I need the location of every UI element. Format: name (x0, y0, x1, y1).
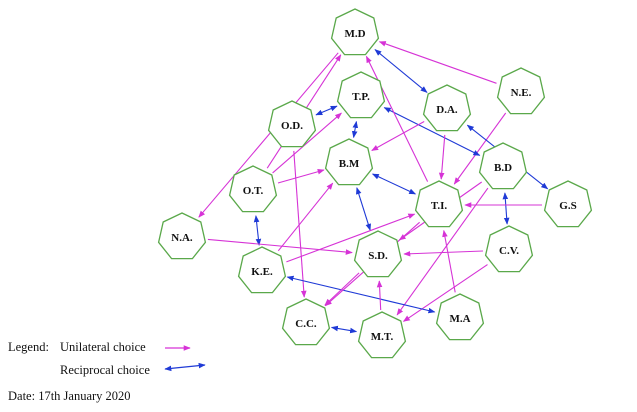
edge-ma-ke (286, 275, 436, 314)
date-text: Date: 17th January 2020 (8, 389, 131, 403)
edge-md-na (198, 52, 339, 218)
node-od: O.D. (267, 100, 317, 148)
edge-da-ti (438, 134, 446, 180)
node-label: N.A. (171, 232, 193, 244)
legend-title: Legend: (8, 340, 49, 354)
node-label: N.E. (511, 87, 532, 99)
edge-ke-bm (277, 182, 334, 252)
node-label: G.S (559, 200, 576, 212)
edges-layer (198, 41, 549, 334)
edge-na-sd (207, 238, 353, 255)
edge-ma-ti (442, 229, 456, 293)
node-shape (281, 298, 331, 346)
edge-ot-bm (277, 169, 325, 184)
node-label: C.C. (295, 318, 317, 330)
node-label: D.A. (436, 104, 458, 116)
node-shape (336, 71, 386, 119)
node-shape (478, 142, 528, 190)
edge-tp-bm (351, 120, 359, 139)
edge-cc-mt (330, 325, 358, 334)
node-label: T.P. (352, 91, 370, 103)
node-shape (353, 230, 403, 278)
node-shape (435, 293, 485, 341)
node-bd: B.D (478, 142, 528, 190)
node-md: M.D (330, 8, 380, 56)
legend: Legend: Unilateral choice Reciprocal cho… (8, 340, 206, 403)
edge-tp-bd (383, 107, 481, 156)
node-label: O.D. (281, 120, 303, 132)
node-tp: T.P. (336, 71, 386, 119)
node-shape (228, 165, 278, 213)
node-shape (157, 212, 207, 260)
node-label: M.A (449, 313, 470, 325)
node-shape (496, 67, 546, 115)
edge-bd-cv (502, 192, 510, 225)
edge-ot-tp (272, 112, 342, 174)
node-shape (267, 100, 317, 148)
node-shape (422, 84, 472, 132)
node-label: B.D (494, 162, 512, 174)
node-shape (237, 246, 287, 294)
legend-unilateral-label: Unilateral choice (60, 340, 146, 354)
node-shape (414, 180, 464, 228)
node-sd: S.D. (353, 230, 403, 278)
edge-od-cc (293, 150, 307, 298)
edge-md-da (374, 49, 428, 93)
node-label: B.M (339, 158, 360, 170)
node-ot: O.T. (228, 165, 278, 213)
legend-reciprocal-arrow (164, 362, 206, 372)
edge-sd-cc (324, 272, 360, 306)
edge-ot-ke (253, 215, 262, 246)
node-bm: B.M (324, 138, 374, 186)
node-label: T.I. (431, 200, 448, 212)
edge-bm-sd (356, 187, 371, 231)
node-mt: M.T. (357, 311, 407, 359)
node-cv: C.V. (484, 225, 534, 273)
legend-reciprocal-label: Reciprocal choice (60, 363, 150, 377)
node-label: C.V. (499, 245, 519, 257)
node-label: M.D (344, 28, 365, 40)
node-shape (324, 138, 374, 186)
node-shape (330, 8, 380, 56)
node-ma: M.A (435, 293, 485, 341)
edge-mt-sd (376, 280, 383, 311)
node-label: O.T. (243, 185, 264, 197)
edge-od-tp (315, 105, 338, 116)
node-ti: T.I. (414, 180, 464, 228)
node-shape (484, 225, 534, 273)
node-cc: C.C. (281, 298, 331, 346)
node-ke: K.E. (237, 246, 287, 294)
edge-ti-md (365, 55, 429, 182)
edge-da-bm (371, 121, 425, 151)
edge-ke-ti (286, 213, 416, 263)
node-na: N.A. (157, 212, 207, 260)
node-ne: N.E. (496, 67, 546, 115)
edge-cv-sd (403, 250, 484, 257)
node-da: D.A. (422, 84, 472, 132)
node-label: M.T. (371, 331, 394, 343)
node-gs: G.S (543, 180, 593, 228)
node-label: S.D. (368, 250, 388, 262)
edge-bm-ti (371, 173, 417, 195)
node-shape (357, 311, 407, 359)
node-shape (543, 180, 593, 228)
edge-ne-md (378, 41, 497, 84)
node-label: K.E. (251, 266, 273, 278)
nodes-layer: M.D T.P. D.A. N.E. O.D. B.M B.D O.T. T.I. G.S N.A.… (157, 8, 593, 359)
